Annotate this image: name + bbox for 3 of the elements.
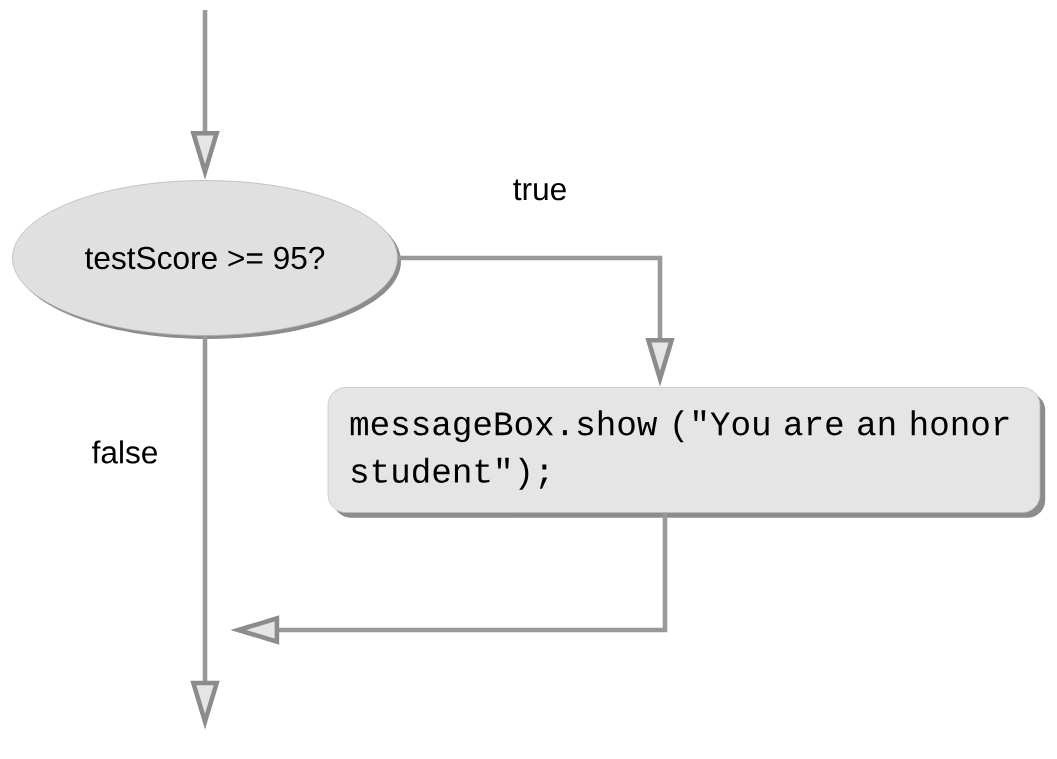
edge-label: false [92,440,157,464]
edge-label: true [513,179,566,201]
process-box: messageBox.show ("You are an honor student"); [327,387,1046,518]
